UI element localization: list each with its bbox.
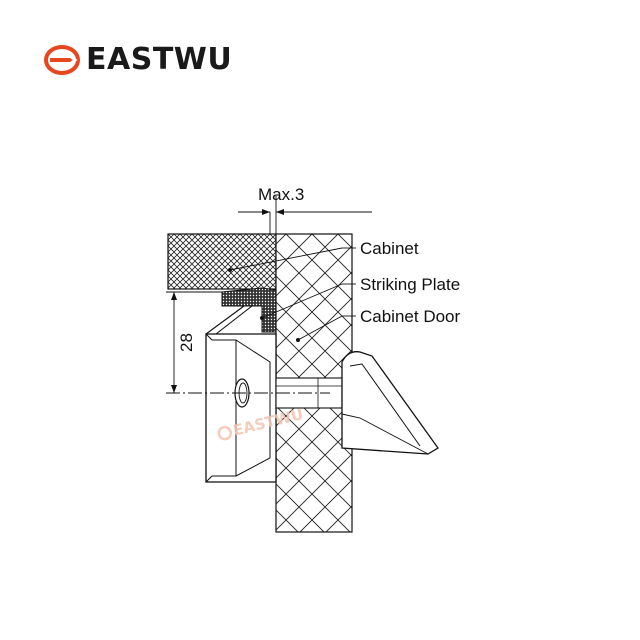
leader-cabinet bbox=[229, 247, 343, 271]
label-cabinet: Cabinet bbox=[360, 239, 419, 258]
latch-body bbox=[205, 333, 277, 483]
leader-striking-plate bbox=[261, 283, 343, 319]
max-gap-label: Max.3 bbox=[258, 185, 304, 204]
brand-logo: EASTWU bbox=[44, 42, 232, 77]
cabinet-panel bbox=[167, 233, 277, 290]
label-cabinet-door: Cabinet Door bbox=[360, 307, 461, 326]
height-dimension-label: 28 bbox=[177, 333, 196, 352]
latch-ramp bbox=[205, 305, 253, 335]
label-striking-plate: Striking Plate bbox=[360, 275, 460, 294]
eastwu-logo-icon bbox=[44, 44, 80, 75]
brand-name: EASTWU bbox=[86, 42, 233, 77]
striking-plate bbox=[221, 287, 277, 333]
leader-cabinet-door bbox=[297, 315, 343, 341]
